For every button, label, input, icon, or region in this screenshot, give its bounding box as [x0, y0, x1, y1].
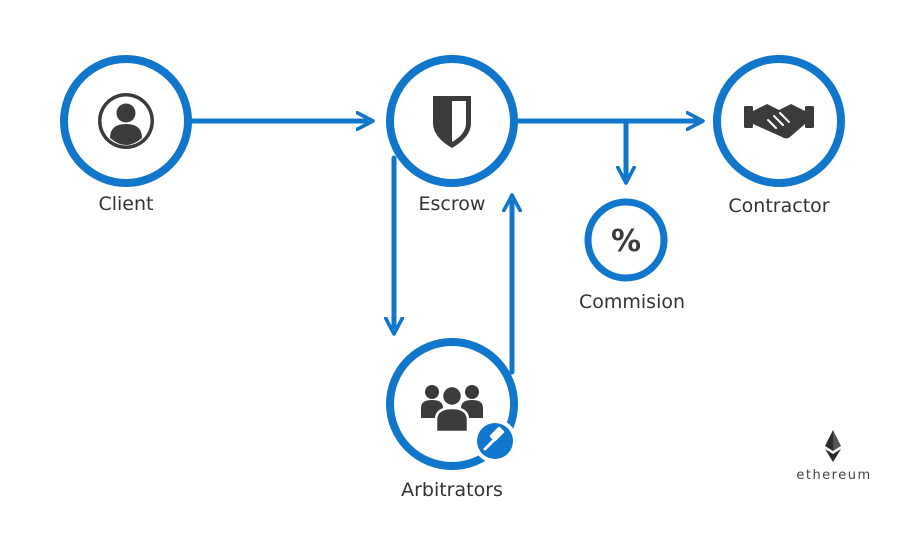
node-client: Client: [60, 55, 192, 215]
ethereum-icon: [825, 430, 841, 462]
user-icon: [98, 93, 154, 149]
gavel-badge: [473, 419, 517, 463]
node-commission: % Commision: [579, 198, 685, 313]
ethereum-label: ethereum: [796, 468, 871, 483]
gavel-icon: [483, 426, 505, 451]
commission-circle: [584, 198, 668, 282]
node-contractor: Contractor: [713, 55, 845, 217]
shield-icon: [433, 96, 471, 148]
percent-icon: %: [611, 224, 641, 259]
node-arbitrators: Arbitrators: [386, 338, 518, 501]
node-escrow: Escrow: [386, 55, 518, 215]
connector-lines: [187, 121, 696, 375]
contractor-label: Contractor: [728, 195, 829, 217]
handshake-icon: [744, 104, 814, 139]
escrow-label: Escrow: [419, 193, 486, 215]
group-icon: [421, 384, 483, 434]
arbitrators-label: Arbitrators: [401, 479, 503, 501]
client-label: Client: [98, 193, 153, 215]
ethereum-logo: ethereum: [796, 430, 871, 483]
commission-label: Commision: [579, 291, 685, 313]
